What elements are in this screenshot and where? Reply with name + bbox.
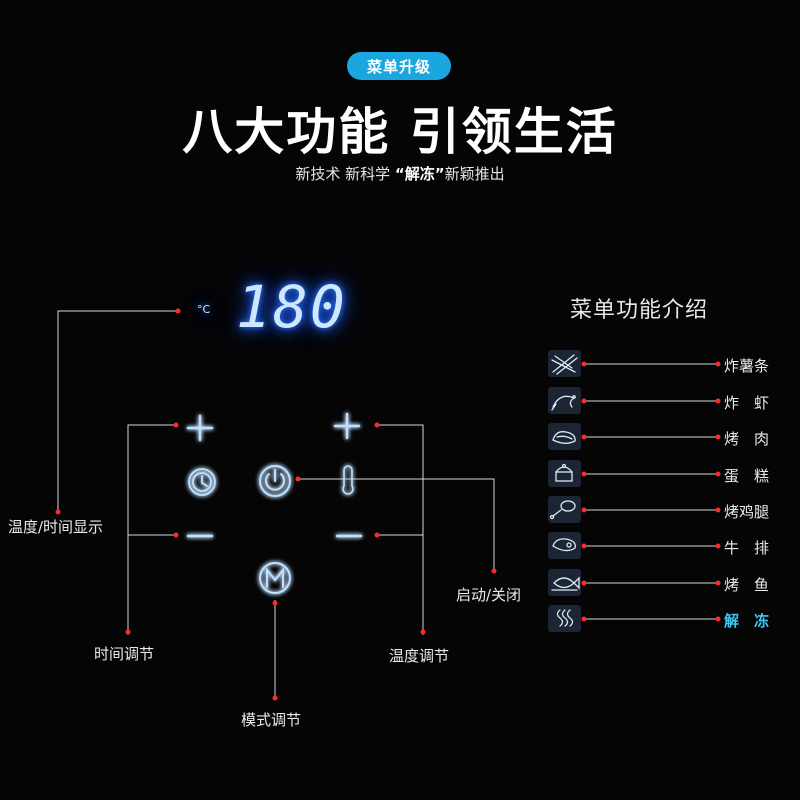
menu-item-fish: 烤 鱼 <box>724 576 770 594</box>
time-adjust-label: 时间调节 <box>94 645 155 663</box>
shrimp-icon <box>551 395 576 411</box>
drumstick-icon <box>549 500 576 520</box>
menu-item-shrimp: 炸 虾 <box>724 394 770 412</box>
digital-display: 180 <box>236 273 347 341</box>
menu-panel-title: 菜单功能介绍 <box>570 298 709 323</box>
thermometer-icon <box>342 465 354 495</box>
power-button[interactable] <box>259 465 291 497</box>
page-title: 八大功能 引领生活 <box>182 103 618 161</box>
mode-button[interactable] <box>259 562 291 594</box>
defrost-icon <box>556 609 574 627</box>
temp-adjust-label: 温度调节 <box>389 647 450 665</box>
power-label: 启动/关闭 <box>456 586 522 604</box>
menu-item-defrost: 解 冻 <box>724 612 770 630</box>
fries-icon <box>551 354 578 375</box>
subtitle-highlight: “解冻” <box>394 165 445 183</box>
temp-time-display-label: 温度/时间显示 <box>8 518 104 536</box>
menu-item-steak: 牛 排 <box>724 539 770 557</box>
cake-icon <box>555 463 573 482</box>
temperature-unit: °C <box>197 303 211 316</box>
clock-icon <box>188 468 216 496</box>
menu-item-cake: 蛋 糕 <box>724 467 770 485</box>
subtitle-prefix: 新技术 新科学 <box>295 165 395 183</box>
fish-icon <box>551 576 580 591</box>
subtitle-suffix: 新颖推出 <box>444 165 505 183</box>
meat-icon <box>552 431 576 444</box>
menu-item-roast-meat: 烤 肉 <box>724 430 770 448</box>
page-subtitle: 新技术 新科学 “解冻”新颖推出 <box>0 163 800 184</box>
menu-item-fries: 炸薯条 <box>724 357 770 375</box>
mode-adjust-label: 模式调节 <box>241 711 302 729</box>
upgrade-badge: 菜单升级 <box>347 52 451 80</box>
steak-icon <box>552 538 576 552</box>
menu-item-drumstick: 烤鸡腿 <box>724 503 770 521</box>
time-plus-button[interactable] <box>186 414 214 442</box>
temp-plus-button[interactable] <box>333 412 361 440</box>
